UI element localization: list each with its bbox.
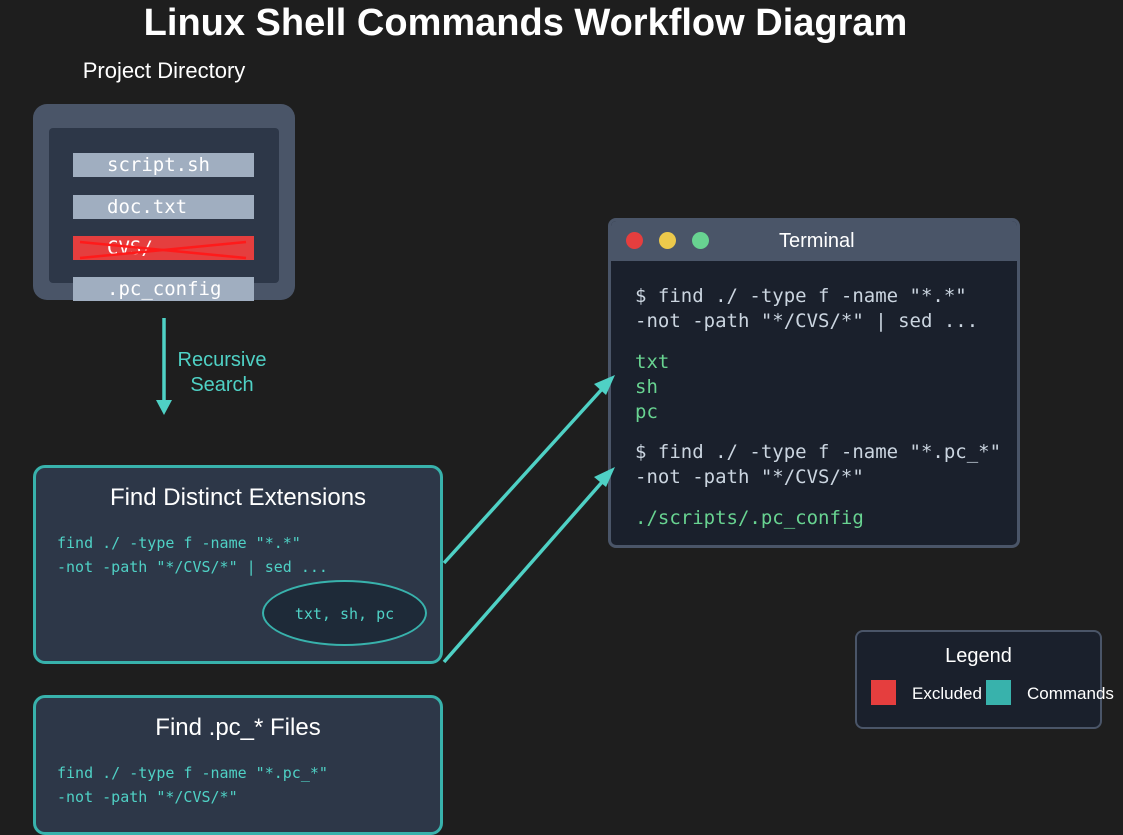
minimize-dot-icon	[659, 232, 676, 249]
terminal-line: -not -path "*/CVS/*"	[635, 466, 864, 488]
recursive-search-arrowhead	[156, 400, 172, 415]
close-dot-icon	[626, 232, 643, 249]
file-doc-txt: doc.txt	[73, 195, 254, 219]
find-extensions-title: Find Distinct Extensions	[109, 484, 367, 511]
connector-arrows	[79, 240, 615, 664]
maximize-dot-icon	[692, 232, 709, 249]
file-script-sh: script.sh	[73, 153, 254, 177]
cvs-strike-line	[79, 240, 247, 260]
find-extensions-code-line1: find ./ -type f -name "*.*"	[57, 534, 301, 552]
extensions-arrowhead	[594, 375, 615, 395]
extensions-result-bubble: txt, sh, pc	[262, 580, 427, 646]
terminal-output-line: txt	[635, 351, 670, 373]
extensions-to-terminal-arrow	[442, 386, 605, 565]
terminal-output-line: sh	[635, 376, 658, 398]
find-pc-files-title: Find .pc_* Files	[155, 714, 321, 741]
terminal-line: $ find ./ -type f -name "*.*"	[635, 285, 967, 307]
recursive-search-line2: Search	[190, 374, 254, 396]
find-extensions-code-line2: -not -path "*/CVS/*" | sed ...	[57, 558, 328, 576]
excluded-swatch	[871, 680, 896, 705]
page-title: Linux Shell Commands Workflow Diagram	[143, 2, 908, 44]
pc-files-arrowhead	[594, 467, 615, 487]
terminal-title-bar: Terminal	[611, 221, 1017, 261]
terminal-line: -not -path "*/CVS/*" | sed ...	[635, 310, 979, 332]
recursive-search-label: Recursive Search	[170, 348, 274, 398]
file-pc-config: .pc_config	[73, 277, 254, 301]
terminal-window: Terminal $ find ./ -type f -name "*.*" -…	[608, 218, 1020, 548]
terminal-title: Terminal	[779, 230, 855, 252]
legend-excluded-label: Excluded	[912, 684, 982, 703]
terminal-output-line: pc	[635, 401, 658, 423]
project-directory-label: Project Directory	[82, 58, 246, 83]
terminal-line: $ find ./ -type f -name "*.pc_*"	[635, 441, 1002, 463]
find-extensions-code: find ./ -type f -name "*.*" -not -path "…	[57, 531, 328, 579]
find-pc-files-code-line1: find ./ -type f -name "*.pc_*"	[57, 764, 328, 782]
legend-commands-label: Commands	[1027, 684, 1114, 703]
legend-title: Legend	[945, 645, 1012, 667]
terminal-output-line: ./scripts/.pc_config	[635, 507, 864, 529]
recursive-search-line1: Recursive	[177, 349, 267, 371]
pc-files-to-terminal-arrow	[442, 479, 605, 664]
legend-box	[855, 630, 1102, 729]
commands-swatch	[986, 680, 1011, 705]
